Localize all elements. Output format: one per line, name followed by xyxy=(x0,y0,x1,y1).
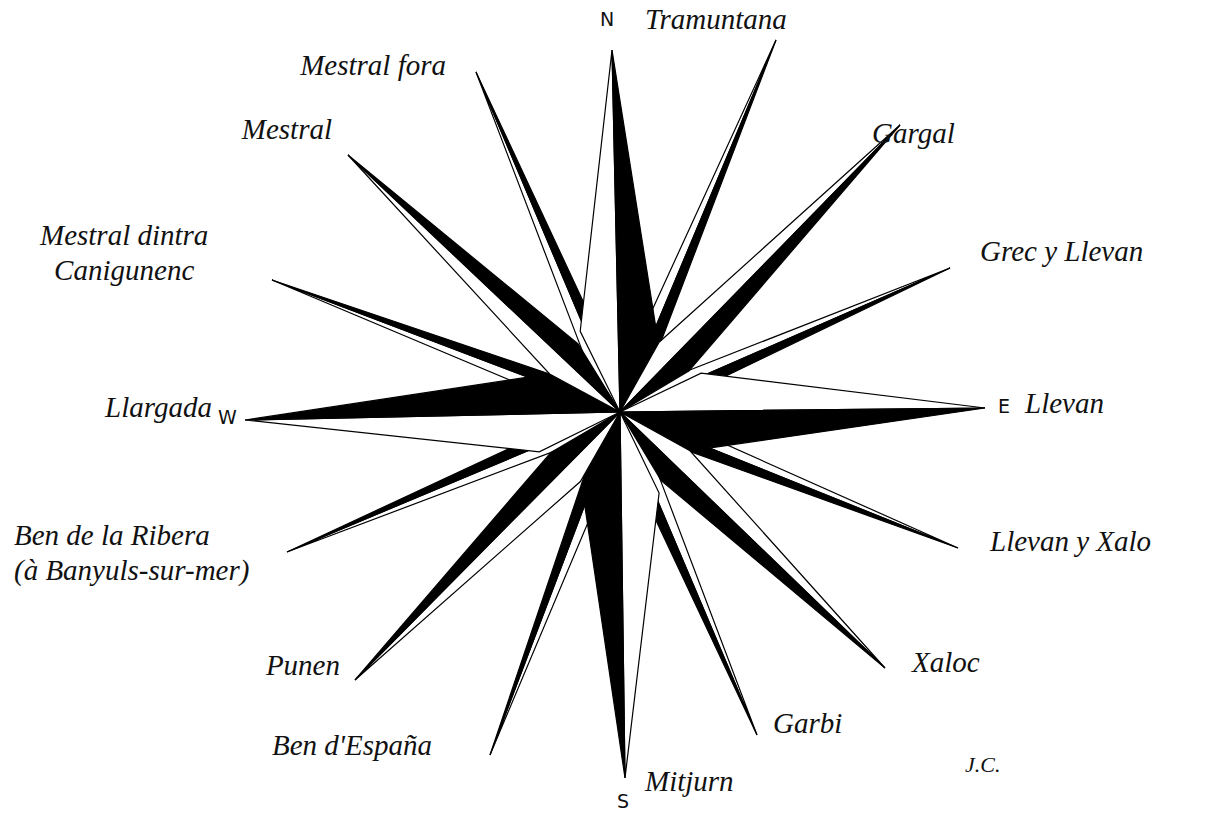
wind-label: Llargada xyxy=(105,390,212,425)
rose-point xyxy=(583,412,625,778)
rose-point xyxy=(348,155,620,412)
cardinal-letter: E xyxy=(998,397,1010,416)
wind-label: Tramuntana xyxy=(645,2,787,37)
rose-point xyxy=(355,412,620,680)
rose-point xyxy=(620,412,659,778)
rose-point xyxy=(620,412,885,668)
wind-label: Llevan xyxy=(1025,386,1104,421)
wind-label: Llevan y Xalo xyxy=(990,524,1151,559)
cardinal-letter: W xyxy=(218,408,237,427)
rose-point xyxy=(612,50,656,412)
wind-label: Ben de la Ribera (à Banyuls-sur-mer) xyxy=(14,518,249,588)
rose-point xyxy=(620,125,900,412)
cardinal-letter: S xyxy=(617,792,629,811)
rose-point xyxy=(620,125,900,412)
rose-point xyxy=(245,376,620,420)
wind-label: Punen xyxy=(266,648,340,683)
rose-point xyxy=(620,408,985,449)
wind-label: Grec y Llevan xyxy=(980,234,1143,269)
rose-point xyxy=(355,412,620,680)
wind-label: Gargal xyxy=(872,116,955,151)
wind-label: Mestral dintra Canigunenc xyxy=(40,218,208,288)
rose-point xyxy=(620,373,985,412)
wind-label: Mitjurn xyxy=(645,764,734,799)
wind-label: Mestral fora xyxy=(300,48,446,83)
wind-label: Garbi xyxy=(773,706,842,741)
wind-label: Mestral xyxy=(242,112,332,147)
rose-point xyxy=(620,412,885,668)
rose-point xyxy=(348,155,620,412)
wind-label: Ben d'España xyxy=(272,728,432,763)
wind-label: Xaloc xyxy=(912,645,980,680)
cardinal-letter: N xyxy=(600,10,614,29)
signature: J.C. xyxy=(965,752,1000,778)
